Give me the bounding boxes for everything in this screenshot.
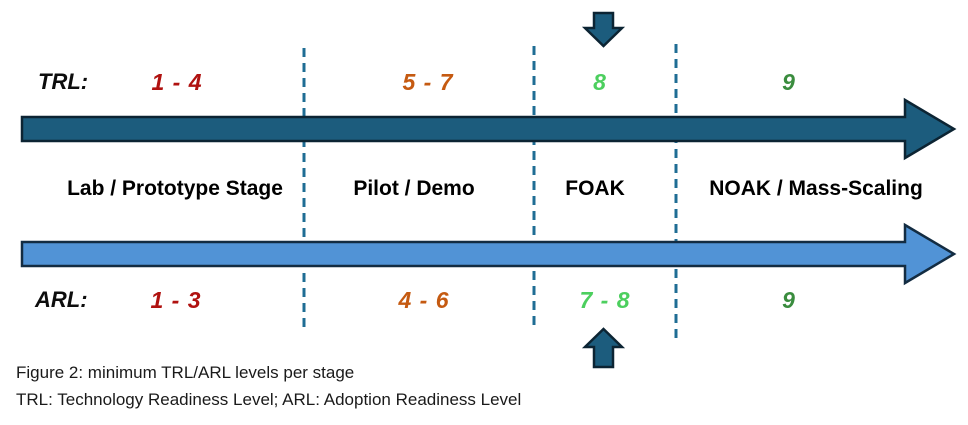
arl-level-stage-3: 7 - 8: [579, 287, 631, 313]
stage-label-pilot-demo: Pilot / Demo: [353, 177, 475, 200]
figure-legend: TRL: Technology Readiness Level; ARL: Ad…: [16, 390, 522, 409]
arl-level-stage-2: 4 - 6: [398, 287, 450, 313]
arl-timeline-arrow: [20, 222, 957, 286]
trl-row-label: TRL:: [38, 69, 89, 94]
stage-label-noak-mass-scaling: NOAK / Mass-Scaling: [709, 177, 923, 200]
trl-level-stage-2: 5 - 7: [402, 69, 454, 95]
arl-level-stage-1: 1 - 3: [150, 287, 202, 313]
stage-label-lab-prototype: Lab / Prototype Stage: [67, 177, 283, 200]
trl-level-stage-3: 8: [593, 69, 607, 95]
arl-row-label: ARL:: [35, 287, 88, 312]
foak-up-arrow-icon: [581, 327, 626, 369]
figure-caption: Figure 2: minimum TRL/ARL levels per sta…: [16, 363, 355, 382]
trl-timeline-arrow: [20, 97, 957, 161]
stage-label-foak: FOAK: [565, 177, 625, 200]
foak-down-arrow-icon: [581, 11, 626, 48]
trl-level-stage-4: 9: [782, 69, 796, 95]
trl-level-stage-1: 1 - 4: [151, 69, 203, 95]
arl-level-stage-4: 9: [782, 287, 796, 313]
